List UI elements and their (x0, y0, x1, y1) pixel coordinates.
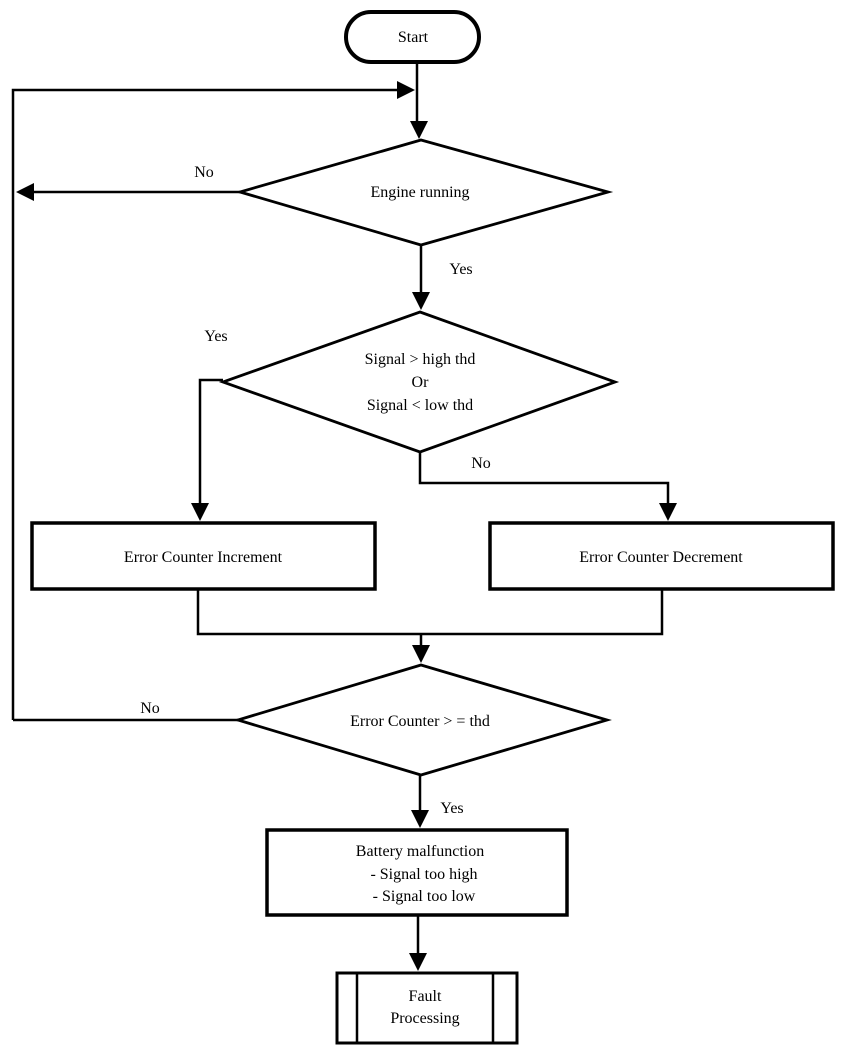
node-engine-running-decision: Engine running (234, 138, 614, 247)
edge-engine-running-no: No (16, 164, 240, 201)
node-label-line: Fault (409, 988, 442, 1005)
predefined-process-shape (335, 971, 519, 1045)
arrowhead (659, 503, 677, 521)
process-shape (488, 521, 835, 591)
node-label: Engine running (370, 184, 469, 201)
node-error-counter-increment: Error Counter Increment (30, 521, 377, 591)
process-shape (30, 521, 377, 591)
node-label-line: Processing (390, 1010, 459, 1027)
node-label-line: Battery malfunction (356, 843, 484, 860)
edge-signal-check-yes: Yes (191, 328, 228, 521)
decision-shape (233, 663, 612, 777)
connector-line (198, 378, 223, 505)
arrowhead (412, 292, 430, 310)
terminator-shape (344, 10, 481, 64)
edge-start-to-engine-running (410, 62, 428, 139)
node-start: Start (344, 10, 481, 64)
arrowhead (16, 183, 34, 201)
node-label: Error Counter > = thd (350, 713, 490, 730)
node-label: Start (398, 29, 429, 46)
arrowhead (412, 645, 430, 663)
process-shape (265, 828, 569, 917)
connector-line (196, 589, 664, 636)
arrowhead (411, 810, 429, 828)
edge-label-no: No (194, 164, 214, 181)
connector-line (11, 88, 399, 720)
node-fault-processing: Fault Processing (335, 971, 519, 1045)
arrowhead (409, 953, 427, 971)
edge-merge-to-threshold (196, 589, 664, 663)
arrowhead (191, 503, 209, 521)
decision-shape (234, 138, 614, 247)
edge-battery-to-fault (409, 915, 427, 971)
edge-label-yes: Yes (204, 328, 227, 345)
edge-label-yes: Yes (440, 800, 463, 817)
node-label-line: - Signal too low (373, 888, 476, 905)
edge-engine-running-yes: Yes (412, 245, 473, 310)
node-label: Error Counter Decrement (579, 549, 743, 566)
edge-threshold-no: No (13, 700, 238, 722)
connector-line (418, 452, 670, 505)
node-error-counter-decrement: Error Counter Decrement (488, 521, 835, 591)
node-label: Error Counter Increment (124, 549, 283, 566)
node-label-line: - Signal too high (370, 866, 477, 883)
node-label-line: Or (412, 374, 430, 391)
edge-label-yes: Yes (449, 261, 472, 278)
edge-label-no: No (471, 455, 491, 472)
node-threshold-decision: Error Counter > = thd (233, 663, 612, 777)
arrowhead (410, 121, 428, 139)
node-signal-check-decision: Signal > high thd Or Signal < low thd (218, 310, 620, 454)
edge-signal-check-no: No (418, 452, 677, 521)
node-label-line: Signal < low thd (367, 397, 473, 414)
edge-label-no: No (140, 700, 160, 717)
node-battery-malfunction: Battery malfunction - Signal too high - … (265, 828, 569, 917)
node-label-line: Signal > high thd (365, 351, 476, 368)
edge-feedback-loop (11, 81, 415, 720)
edge-threshold-yes: Yes (411, 775, 464, 828)
arrowhead (397, 81, 415, 99)
decision-shape (218, 310, 620, 454)
